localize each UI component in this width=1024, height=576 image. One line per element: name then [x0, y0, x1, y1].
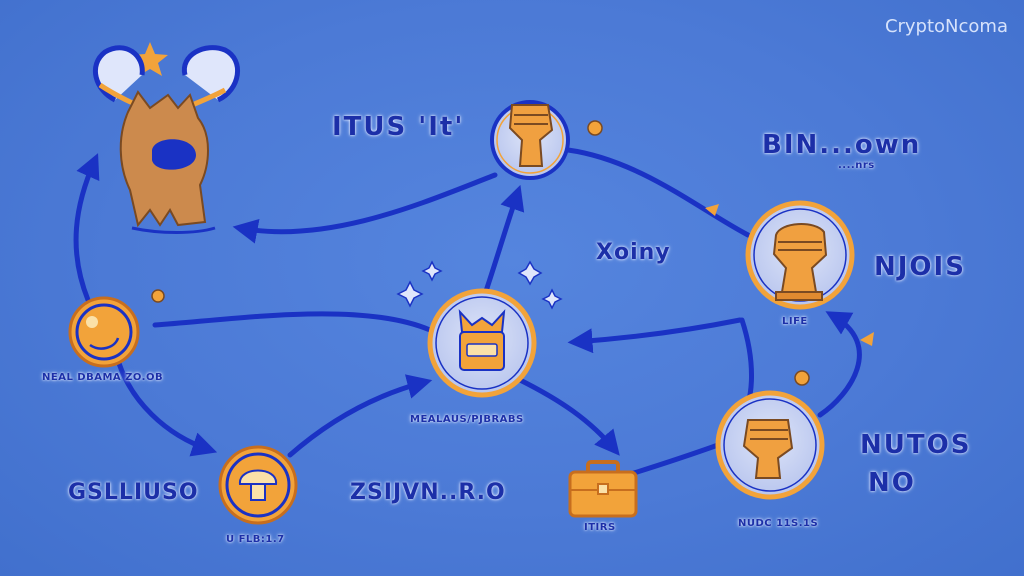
- brand-watermark: CryptoNcoma: [884, 16, 1008, 37]
- label-bottom-right-word-2: NO: [868, 468, 916, 498]
- raised-fist-icon: [742, 419, 794, 479]
- coin-left: [68, 296, 140, 368]
- briefcase-icon: [568, 460, 638, 518]
- label-center-caption: MEALAUS/PJBRABS: [410, 414, 524, 425]
- path-coin-right-to-coin-center: [567, 317, 743, 354]
- path-coin-center-to-coin-top: [480, 184, 525, 303]
- jar-icon: [458, 309, 506, 371]
- label-left-caption: NEAL DBAMA ZO.OB: [42, 372, 164, 383]
- path-coin-bottom-right-to-coin-right: [817, 311, 862, 418]
- path-coin-center-to-coin-left: [152, 311, 433, 333]
- path-coin-left-to-mascot: [73, 153, 100, 303]
- coin-top: [490, 100, 570, 180]
- label-bottom-center-word: ZSIJVN..R.O: [350, 480, 506, 505]
- label-top-right-sub: ....nrs: [838, 160, 875, 171]
- raised-fist-icon: [508, 104, 554, 167]
- mushroom-icon: [239, 469, 277, 501]
- label-center-word: Xoiny: [596, 240, 671, 265]
- label-bottom-right-caption: NUDC 11S.1S: [738, 518, 819, 529]
- coin-bottom-right: [715, 390, 825, 500]
- coin-center: [427, 288, 537, 398]
- label-top-center: ITUS 'It': [332, 112, 465, 142]
- raised-fist-icon: [772, 223, 828, 301]
- path-coin-center-to-briefcase: [517, 377, 620, 456]
- coin-face-icon: [86, 316, 120, 350]
- label-life: LIFE: [782, 316, 808, 327]
- coin-bottom-left: [218, 445, 298, 525]
- label-bottom-left-word: GSLLIUSO: [68, 480, 199, 505]
- label-bottom-center-caption: ITIRS: [584, 522, 616, 533]
- path-coin-bottom-left-to-coin-center: [287, 374, 433, 458]
- mascot-icon: [93, 42, 241, 234]
- path-coin-top-to-coin-right: [565, 147, 751, 238]
- path-coin-top-to-mascot: [232, 172, 498, 244]
- sparkle-icon: [396, 260, 563, 310]
- arrow-marker-icon: [705, 204, 874, 346]
- label-top-right: BIN...own: [762, 130, 922, 160]
- coin-right: [745, 200, 855, 310]
- small-critter-icon: [151, 120, 810, 386]
- label-right-word: NJOIS: [874, 252, 966, 282]
- label-bottom-right-word-1: NUTOS: [860, 430, 972, 460]
- path-coin-left-to-coin-bottom-left: [115, 357, 218, 457]
- label-bottom-left-caption: U FLB:1.7: [226, 534, 285, 545]
